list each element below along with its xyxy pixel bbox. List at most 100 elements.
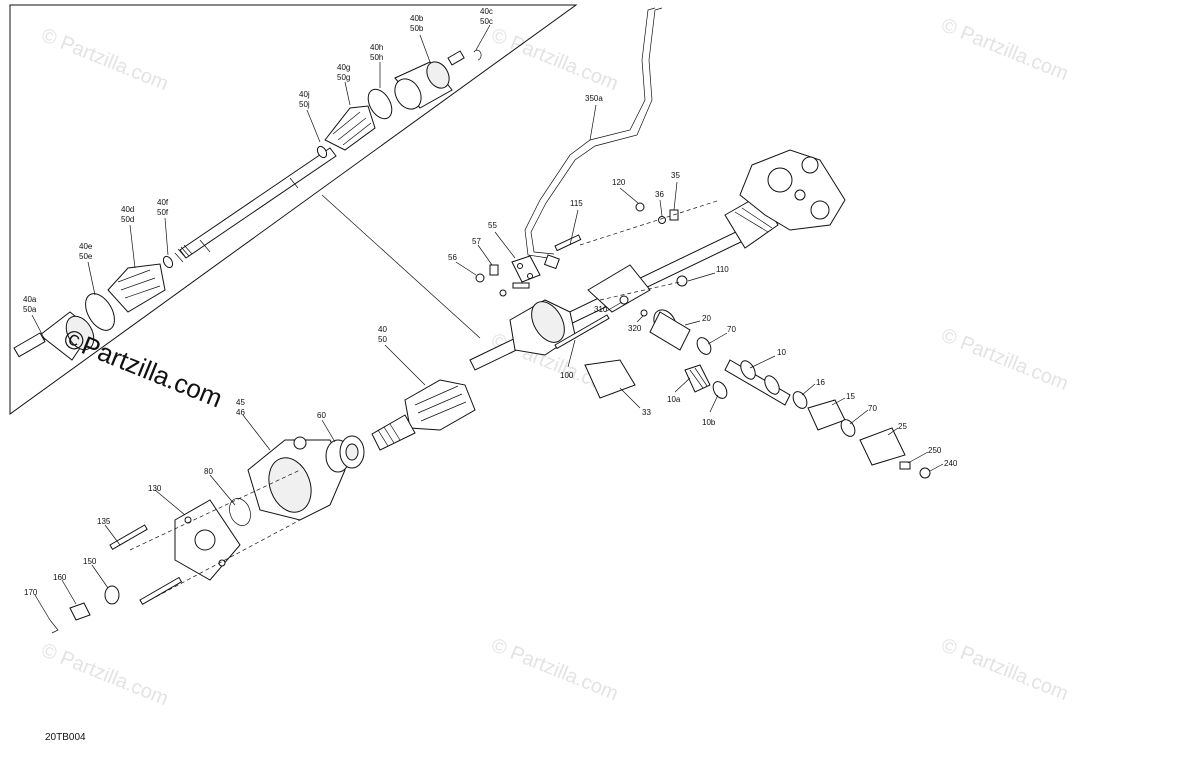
ring-10b (712, 381, 728, 399)
inset-ring-40f (162, 255, 174, 269)
callout-16: 16 (816, 378, 825, 387)
callout-115: 115 (570, 199, 583, 208)
bearing-60 (325, 435, 365, 473)
callout-46: 46 (236, 408, 245, 417)
watermark: © Partzilla.com (38, 639, 171, 710)
callout-10b: 10b (702, 418, 716, 427)
callout-350a: 350a (585, 94, 603, 103)
watermark: © Partzilla.com (938, 324, 1071, 395)
callout-15: 15 (846, 392, 855, 401)
callout-40d: 40d (121, 205, 134, 214)
bolt-115 (554, 234, 582, 252)
callout-135: 135 (97, 517, 111, 526)
leader-lines (31, 24, 944, 621)
washer-56 (475, 273, 485, 283)
callout-50d: 50d (121, 215, 134, 224)
sleeve-25 (859, 427, 906, 466)
nut-160 (69, 602, 91, 621)
lever-55 (511, 255, 541, 283)
bolt-56 (512, 282, 530, 289)
detail-inset (9, 4, 578, 415)
washer (499, 289, 507, 297)
bolt-100 (554, 314, 610, 350)
callout-160: 160 (53, 573, 67, 582)
callout-130: 130 (148, 484, 162, 493)
callout-80: 80 (204, 467, 213, 476)
callout-40j: 40j (299, 90, 310, 99)
callout-10a: 10a (667, 395, 681, 404)
knuckle-45 (247, 436, 346, 521)
watermark: © Partzilla.com (938, 14, 1071, 85)
bushing-15 (807, 399, 846, 431)
inset-circlip (473, 49, 482, 61)
callout-50g: 50g (337, 73, 350, 82)
inset-inner-joint (394, 50, 465, 110)
callout-240: 240 (944, 459, 958, 468)
callout-40e: 40e (79, 242, 93, 251)
callout-70-b: 70 (868, 404, 877, 413)
cotter-pin-170 (49, 619, 59, 634)
bracket-33 (584, 359, 636, 399)
callout-33: 33 (642, 408, 651, 417)
plug-250 (899, 461, 911, 470)
callout-150: 150 (83, 557, 97, 566)
callout-25: 25 (898, 422, 907, 431)
stud-135b (139, 576, 183, 606)
callout-40a: 40a (23, 295, 37, 304)
callout-250: 250 (928, 446, 942, 455)
inset-ring-40j (316, 145, 328, 159)
shaft-10 (724, 359, 791, 406)
stud-135 (109, 524, 148, 551)
callout-36: 36 (655, 190, 664, 199)
callout-40h: 40h (370, 43, 383, 52)
callout-57: 57 (472, 237, 481, 246)
inset-clamp-40h (367, 88, 393, 120)
washer-240 (919, 467, 931, 479)
inset-clamp-40e (85, 293, 115, 331)
callout-40: 40 (378, 325, 387, 334)
callout-310: 310 (594, 305, 608, 314)
differential-housing (739, 149, 846, 231)
callout-120: 120 (612, 178, 626, 187)
callout-320: 320 (628, 324, 642, 333)
callout-50: 50 (378, 335, 387, 344)
watermark: © Partzilla.com (488, 634, 621, 705)
callout-40c: 40c (480, 7, 493, 16)
ring-70a (696, 337, 712, 355)
nut-110 (676, 275, 688, 287)
bearing-20 (649, 309, 691, 351)
callout-20: 20 (702, 314, 711, 323)
inset-axle-shaft (174, 147, 337, 263)
callout-labels: 40c 50c 40b 50b 40h 50h 40g 50g 40j 50j … (23, 7, 958, 597)
callout-60: 60 (317, 411, 326, 420)
callout-50c: 50c (480, 17, 493, 26)
ring-70b (840, 419, 856, 437)
callout-170: 170 (24, 588, 38, 597)
watermark: © Partzilla.com (38, 24, 171, 95)
callout-50b: 50b (410, 24, 424, 33)
drive-shaft-40 (371, 194, 779, 451)
callout-50j: 50j (299, 100, 310, 109)
callout-55: 55 (488, 221, 497, 230)
callout-50a: 50a (23, 305, 37, 314)
washer-36 (658, 216, 666, 224)
callout-56: 56 (448, 253, 457, 262)
callout-50e: 50e (79, 252, 93, 261)
nut-120 (635, 202, 645, 212)
snap-ring-80 (229, 498, 251, 526)
callout-100: 100 (560, 371, 574, 380)
watermarks: © Partzilla.com © Partzilla.com © Partzi… (38, 14, 1071, 710)
watermark-inset: ©Partzilla.com (60, 323, 227, 414)
callout-50f: 50f (157, 208, 169, 217)
washer-150 (104, 585, 120, 605)
drawing-reference-code: 20TB004 (45, 732, 86, 743)
callout-40f: 40f (157, 198, 169, 207)
callout-110: 110 (716, 265, 729, 274)
callout-40g: 40g (337, 63, 350, 72)
inset-boot-inner (324, 105, 376, 151)
boot-10a (684, 364, 711, 393)
callout-50h: 50h (370, 53, 383, 62)
ring-16 (792, 391, 808, 409)
main-assembly (49, 7, 931, 634)
